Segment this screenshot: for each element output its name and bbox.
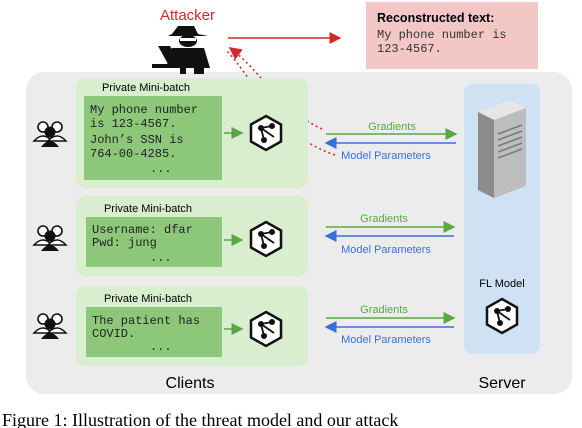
text-ellipsis: ...	[150, 162, 172, 176]
text-line: My phone number	[90, 103, 198, 117]
people-icon	[32, 225, 68, 251]
params-label: Model Parameters	[341, 244, 431, 256]
gradients-label: Gradients	[360, 213, 408, 225]
text-ellipsis: ...	[150, 251, 172, 265]
params-label: Model Parameters	[341, 150, 431, 162]
text-line: The patient has	[92, 314, 200, 328]
fl-model-icon	[485, 297, 519, 335]
batch-label: Private Mini-batch	[102, 82, 190, 94]
leak-arrow-params	[225, 49, 336, 156]
reconstructed-line-1: My phone number is	[377, 28, 507, 42]
attacker: Attacker	[152, 7, 342, 74]
reconstructed-title: Reconstructed text:	[377, 11, 494, 25]
text-box	[86, 217, 222, 267]
text-line: COVID.	[92, 327, 135, 341]
gradients-label: Gradients	[360, 304, 408, 316]
server-label: Server	[478, 375, 526, 392]
client-3: Private Mini-batch The patient has COVID…	[32, 286, 456, 366]
server-icon	[478, 100, 526, 198]
attacker-label: Attacker	[160, 7, 215, 24]
server-panel: FL Model	[464, 84, 540, 354]
figure-caption: Figure 1: Illustration of the threat mod…	[2, 410, 398, 428]
fl-model-label: FL Model	[479, 278, 524, 290]
reconstructed-line-2: 123-4567.	[377, 42, 442, 56]
model-icon	[249, 220, 283, 258]
model-icon	[249, 114, 283, 152]
people-icon	[32, 313, 68, 339]
text-ellipsis: ...	[150, 340, 172, 354]
people-icon	[32, 121, 68, 147]
params-label: Model Parameters	[341, 334, 431, 346]
batch-label: Private Mini-batch	[104, 203, 192, 215]
batch-label: Private Mini-batch	[104, 293, 192, 305]
leak-arrow-gradients	[228, 47, 323, 130]
text-line: is 123-4567.	[90, 117, 176, 131]
text-line: Pwd: jung	[92, 236, 157, 250]
text-box	[84, 96, 222, 180]
text-line: 764-00-4285.	[90, 147, 176, 161]
text-line: Username: dfar	[92, 223, 193, 237]
clients-label: Clients	[166, 375, 215, 392]
reconstructed-text-box: Reconstructed text: My phone number is 1…	[366, 2, 538, 69]
hacker-icon	[152, 26, 210, 74]
client-1: Private Mini-batch My phone number is 12…	[32, 78, 458, 188]
gradients-label: Gradients	[368, 121, 416, 133]
client-2: Private Mini-batch Username: dfar Pwd: j…	[32, 196, 456, 276]
model-icon	[249, 310, 283, 348]
text-line: John’s SSN is	[90, 133, 184, 147]
text-box	[86, 307, 222, 357]
